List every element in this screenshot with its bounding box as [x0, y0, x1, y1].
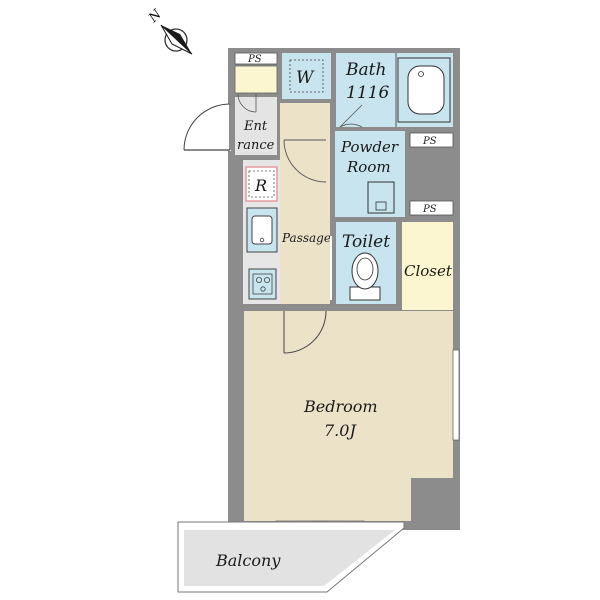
balcony-label: Balcony: [215, 551, 281, 570]
closet-label: Closet: [404, 262, 453, 280]
bedroom: Bedroom 7.0J: [244, 310, 460, 521]
stove-icon: [248, 268, 277, 300]
toilet-room: Toilet: [330, 222, 396, 304]
passage-label: Passage: [281, 231, 331, 245]
passage-door-icon: [283, 139, 327, 183]
closet: Closet: [402, 222, 453, 322]
svg-text:PS: PS: [422, 204, 437, 215]
refrigerator-space: R: [245, 166, 278, 202]
pipe-space-right-upper: PS: [409, 132, 454, 148]
side-window: [452, 349, 460, 441]
vanity-sink-icon: [367, 181, 395, 214]
bath-size: 1116: [346, 83, 389, 103]
passage: Passage: [280, 103, 331, 304]
svg-text:PS: PS: [422, 136, 437, 147]
bath-door-icon: [339, 104, 363, 128]
bedroom-door-icon: [283, 310, 327, 354]
bathroom: Bath 1116: [336, 53, 453, 127]
bathtub-icon: [397, 57, 451, 123]
bath-label: Bath: [345, 60, 386, 80]
refrigerator-label: R: [254, 176, 267, 195]
duct-shaft: [410, 150, 453, 198]
toilet-icon: [349, 252, 381, 301]
svg-text:PS: PS: [247, 54, 262, 65]
north-arrow-icon: N: [145, 7, 193, 55]
bedroom-size: 7.0J: [324, 421, 357, 440]
entrance: Ent rance: [235, 93, 277, 155]
washer-space: W: [282, 53, 331, 99]
powder-room-label-1: Powder: [340, 138, 399, 156]
pipe-space-top-left: PS: [234, 52, 278, 65]
balcony: Balcony: [177, 521, 405, 593]
powder-room: Powder Room: [335, 131, 405, 217]
pipe-space-right-lower: PS: [409, 200, 454, 216]
entrance-door: [181, 103, 231, 151]
powder-room-label-2: Room: [346, 158, 391, 176]
bedroom-label: Bedroom: [303, 397, 378, 416]
compass-letter: N: [145, 7, 165, 27]
entrance-label-2: rance: [237, 138, 275, 153]
washer-label: W: [296, 68, 315, 88]
toilet-label: Toilet: [342, 232, 390, 252]
shoe-cabinet: [234, 65, 278, 94]
entrance-label-1: Ent: [243, 119, 268, 134]
kitchen-sink-icon: [246, 207, 278, 253]
